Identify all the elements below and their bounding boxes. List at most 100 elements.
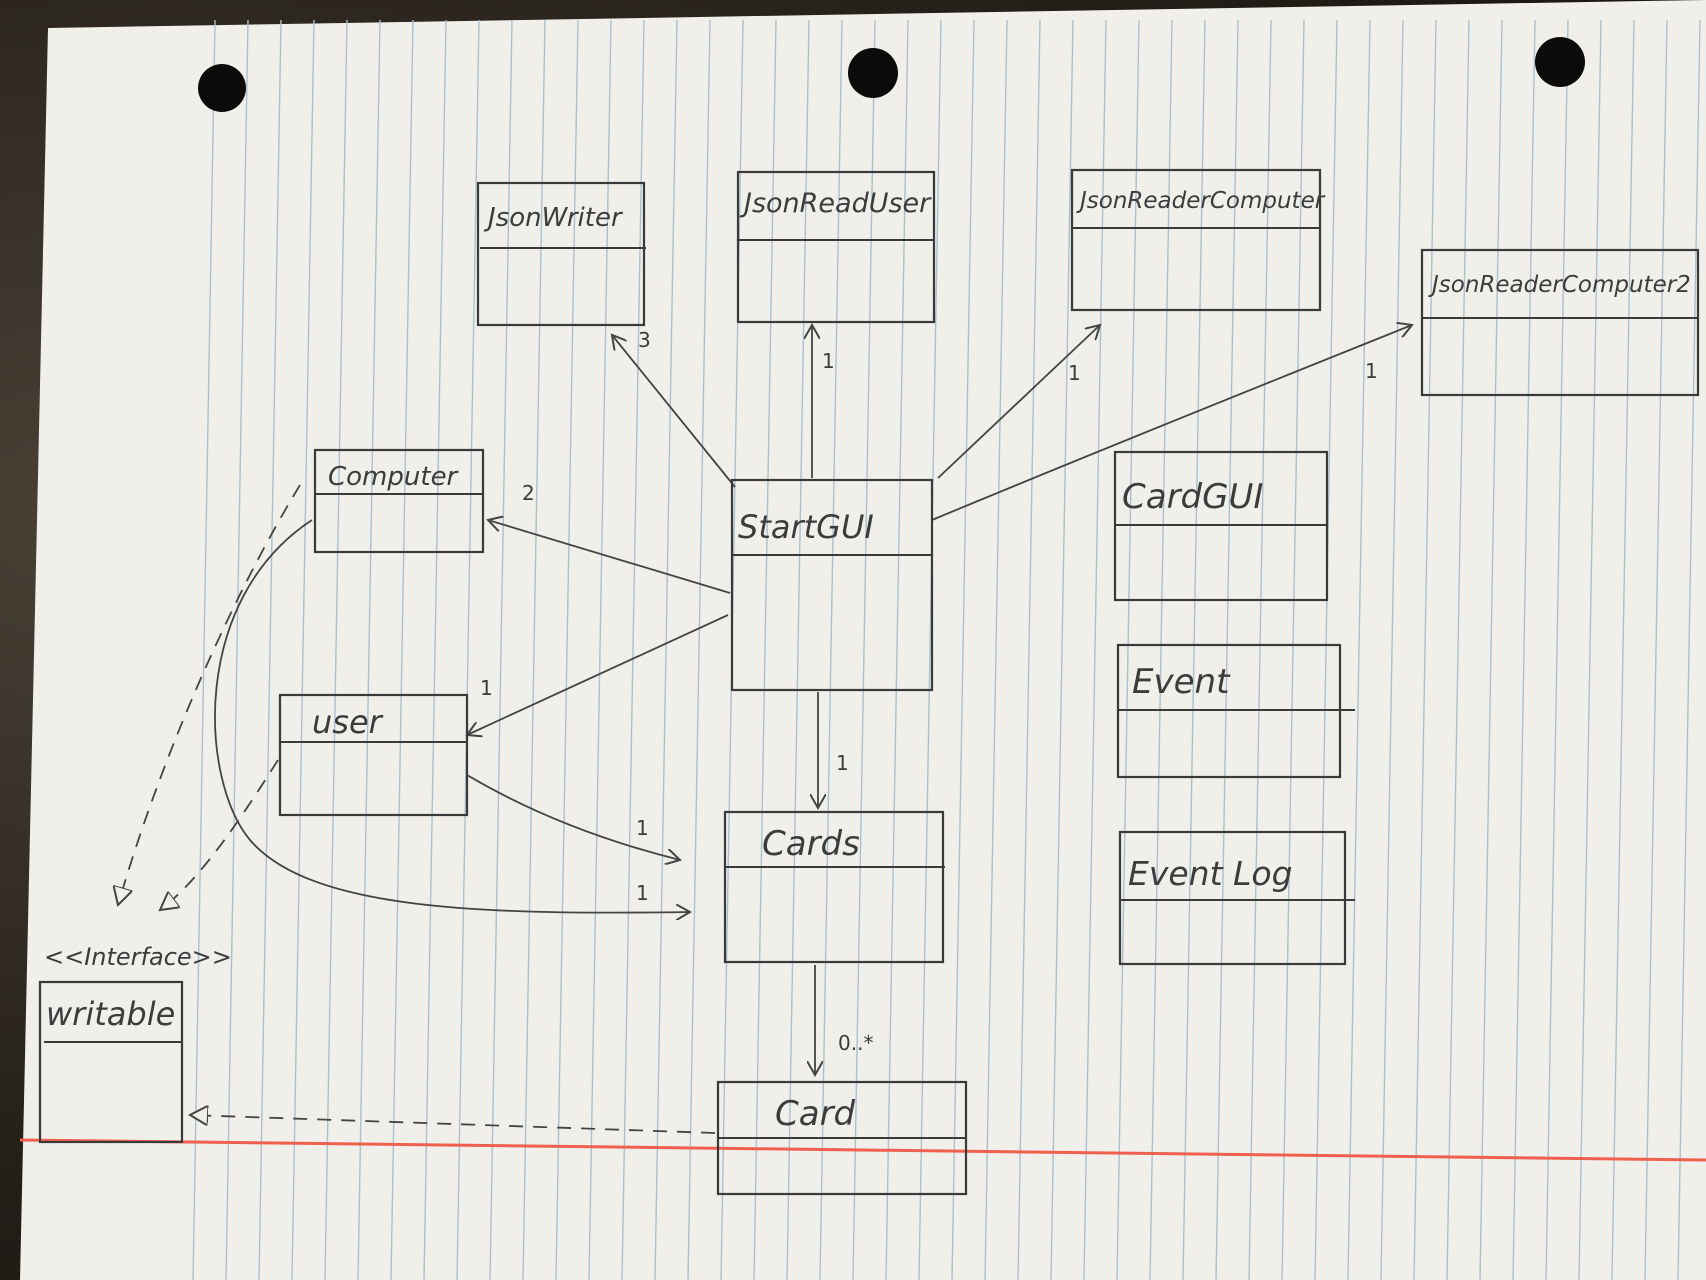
assoc-startgui-jsonwriter	[612, 335, 736, 488]
mult-cards-startgui: 1	[836, 751, 849, 775]
ruled-lines	[192, 19, 1701, 1280]
ruled-line	[786, 19, 810, 1280]
ruled-line	[1380, 19, 1404, 1280]
ruled-line	[1413, 19, 1437, 1280]
mult-jsonwriter: 3	[638, 328, 651, 352]
ruled-line	[1116, 19, 1140, 1280]
assoc-computer-cards	[214, 519, 690, 913]
paper-sheet	[20, 0, 1706, 1280]
ruled-line	[1545, 19, 1569, 1280]
ruled-line	[1050, 19, 1074, 1280]
ruled-line	[984, 19, 1008, 1280]
class-name: JsonWriter	[483, 203, 624, 233]
realize-computer-writable	[118, 484, 301, 905]
ruled-line	[1347, 19, 1371, 1280]
ruled-line	[1248, 19, 1272, 1280]
ruled-line	[291, 19, 315, 1280]
class-name: JsonReaderComputer	[1076, 188, 1326, 214]
margin-line	[19, 1138, 1706, 1162]
class-name: Cards	[762, 824, 860, 864]
ruled-line	[852, 19, 876, 1280]
assoc-startgui-jsonreadercomputer2	[931, 325, 1412, 521]
mult-jsonreadercomputer2: 1	[1365, 359, 1378, 383]
class-writable: writable	[38, 980, 184, 1144]
mult-jsonreaduser: 1	[822, 349, 835, 373]
assoc-startgui-computer	[488, 520, 731, 594]
class-jsonwriter: JsonWriter	[476, 181, 646, 327]
punch-hole	[848, 48, 898, 98]
class-cardgui: CardGUI	[1113, 450, 1329, 602]
class-card: Card	[716, 1080, 968, 1196]
punch-hole	[1535, 37, 1585, 87]
class-name: writable	[46, 995, 175, 1033]
realize-card-writable	[190, 1115, 716, 1134]
ruled-line	[1215, 19, 1239, 1280]
ruled-line	[885, 19, 909, 1280]
ruled-line	[1512, 19, 1536, 1280]
mult-cards-user: 1	[636, 816, 649, 840]
assoc-user-cards	[466, 774, 680, 860]
class-startgui: StartGUI	[730, 478, 934, 692]
ruled-line	[258, 19, 282, 1280]
punch-hole	[198, 64, 246, 112]
ruled-line	[1677, 19, 1701, 1280]
realize-user-writable	[160, 759, 279, 910]
ruled-line	[588, 19, 612, 1280]
ruled-line	[1446, 19, 1470, 1280]
ruled-line	[456, 19, 480, 1280]
ruled-line	[918, 19, 942, 1280]
class-name: StartGUI	[738, 508, 874, 546]
class-name: JsonReadUser	[739, 188, 932, 219]
mult-computer: 2	[522, 481, 535, 505]
assoc-startgui-jsonreadercomputer	[937, 325, 1100, 479]
ruled-line	[390, 19, 414, 1280]
ruled-line	[1314, 19, 1338, 1280]
class-computer: Computer	[313, 448, 485, 554]
class-name: CardGUI	[1122, 477, 1263, 517]
ruled-line	[1149, 19, 1173, 1280]
ruled-line	[1281, 19, 1305, 1280]
ruled-line	[324, 19, 348, 1280]
class-jsonreadercomputer2: JsonReaderComputer2	[1420, 248, 1700, 397]
class-name: Card	[775, 1094, 856, 1134]
class-name: Computer	[328, 462, 460, 492]
ruled-line	[951, 19, 975, 1280]
class-name: Event	[1132, 662, 1231, 702]
class-eventlog: Event Log	[1118, 830, 1355, 966]
assoc-startgui-user	[467, 614, 729, 735]
mult-jsonreadercomputer: 1	[1068, 361, 1081, 385]
ruled-line	[1182, 19, 1206, 1280]
interface-stereotype: <<Interface>>	[44, 943, 232, 971]
ruled-line	[192, 19, 216, 1280]
ruled-line	[1083, 19, 1107, 1280]
ruled-line	[753, 19, 777, 1280]
ruled-line	[423, 19, 447, 1280]
mult-cards-computer: 1	[636, 881, 649, 905]
ruled-line	[1644, 19, 1668, 1280]
class-jsonreaduser: JsonReadUser	[736, 170, 936, 324]
ruled-line	[654, 19, 678, 1280]
ruled-line	[522, 19, 546, 1280]
ruled-line	[357, 19, 381, 1280]
class-name: Event Log	[1128, 854, 1293, 893]
class-event: Event	[1116, 643, 1355, 779]
ruled-line	[819, 19, 843, 1280]
class-cards: Cards	[723, 810, 945, 964]
class-name: JsonReaderComputer2	[1428, 272, 1691, 298]
class-name: user	[312, 703, 384, 741]
mult-user: 1	[480, 676, 493, 700]
ruled-line	[1017, 19, 1041, 1280]
ruled-line	[1578, 19, 1602, 1280]
ruled-line	[1611, 19, 1635, 1280]
ruled-line	[687, 19, 711, 1280]
ruled-line	[621, 19, 645, 1280]
ruled-line	[555, 19, 579, 1280]
class-user: user	[278, 693, 469, 817]
class-jsonreadercomputer: JsonReaderComputer	[1070, 168, 1326, 312]
ruled-line	[225, 19, 249, 1280]
ruled-line	[489, 19, 513, 1280]
mult-card: 0..*	[838, 1031, 873, 1055]
ruled-line	[1479, 19, 1503, 1280]
